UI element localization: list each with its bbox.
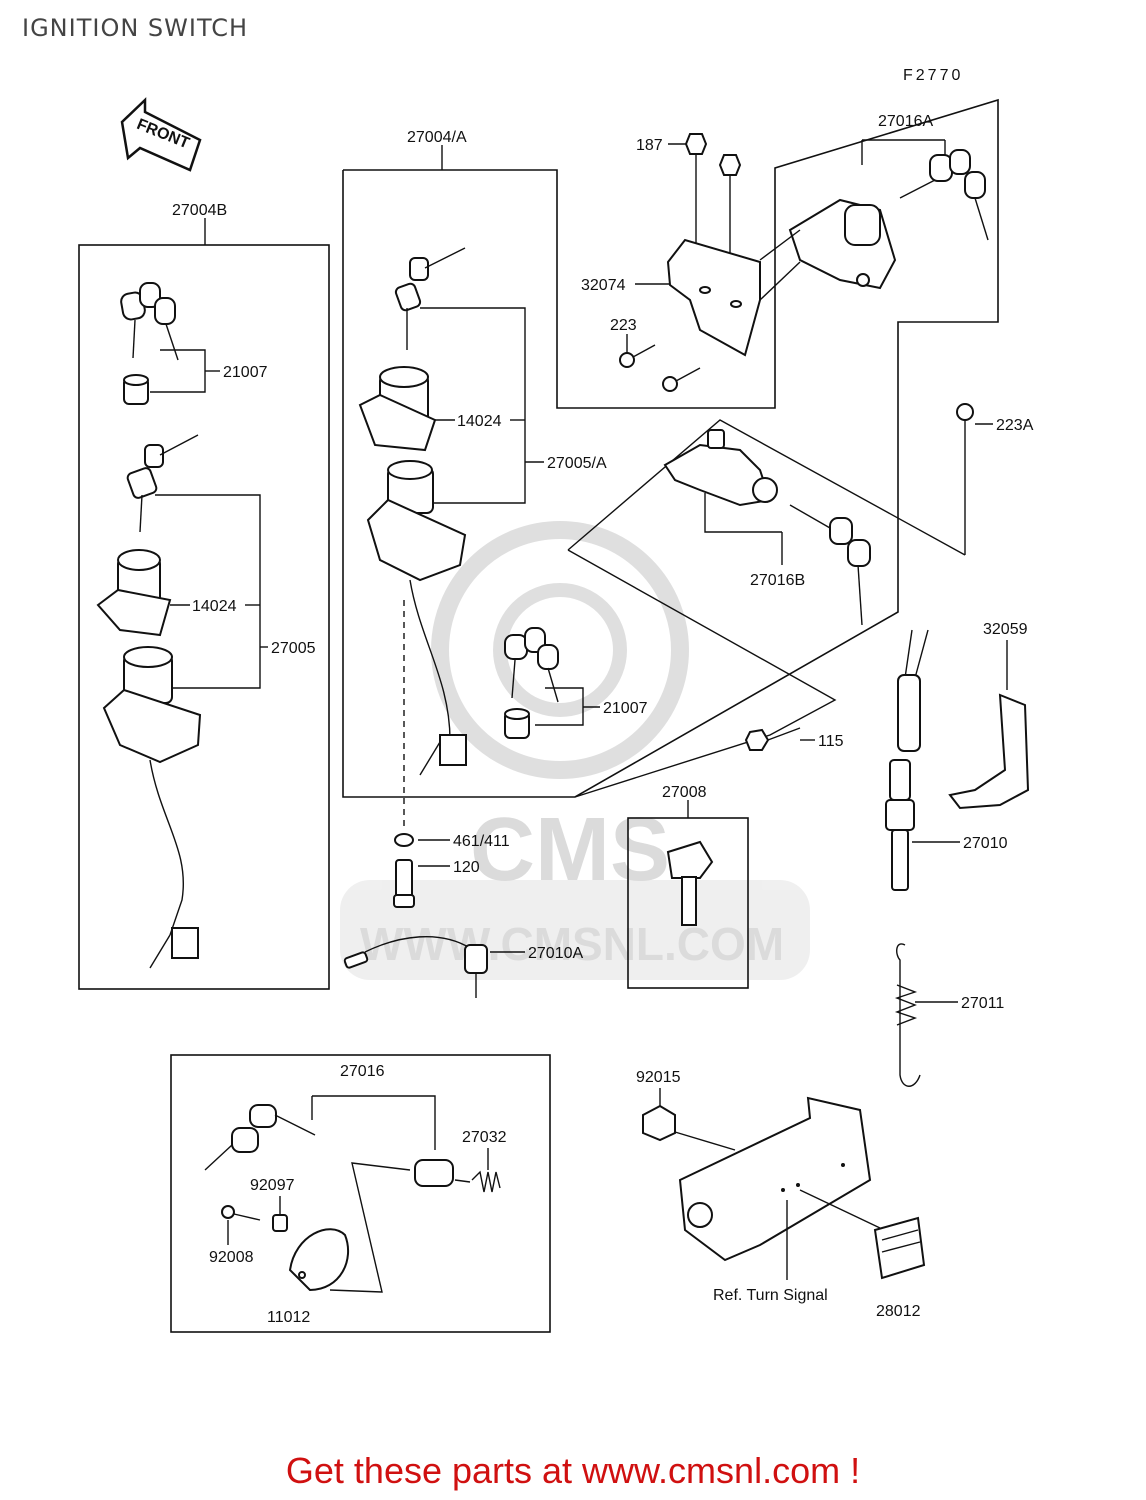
label-11012: 11012 bbox=[267, 1309, 310, 1326]
helmet-lock-icon bbox=[663, 429, 778, 507]
reflector-icon bbox=[873, 1216, 926, 1280]
label-92008: 92008 bbox=[209, 1249, 254, 1266]
watermark-url: WWW.CMSNL.COM bbox=[360, 918, 784, 970]
label-27004b: 27004B bbox=[172, 202, 227, 219]
label-27005: 27005 bbox=[271, 640, 316, 657]
nut-icon bbox=[642, 1104, 676, 1142]
label-14024-mid: 14024 bbox=[457, 413, 502, 430]
front-arrow-icon: FRONT bbox=[120, 97, 202, 172]
label-27010: 27010 bbox=[963, 835, 1008, 852]
ignition-switch-icon bbox=[102, 646, 202, 969]
lock-cylinder-icon bbox=[358, 366, 437, 452]
label-187: 187 bbox=[636, 137, 663, 154]
ignition-switch-icon bbox=[366, 460, 467, 776]
figure-code: F2770 bbox=[903, 67, 963, 84]
spring-icon bbox=[894, 943, 921, 1087]
label-21007-left: 21007 bbox=[223, 364, 268, 381]
label-32074: 32074 bbox=[581, 277, 626, 294]
key-set-icon bbox=[204, 1104, 316, 1171]
frame-27016 bbox=[170, 1054, 551, 1333]
lock-pin-icon bbox=[414, 1159, 454, 1187]
watermark-logo: CMS bbox=[470, 800, 670, 900]
seat-lock-icon bbox=[788, 198, 897, 290]
spring-icon bbox=[471, 1170, 501, 1193]
screw-icon bbox=[956, 403, 974, 440]
label-27032: 27032 bbox=[462, 1129, 507, 1146]
label-461-411: 461/411 bbox=[453, 833, 510, 850]
frame-27004b bbox=[78, 244, 330, 990]
label-115: 115 bbox=[818, 733, 844, 750]
label-223a: 223A bbox=[996, 417, 1034, 434]
label-32059: 32059 bbox=[983, 621, 1028, 638]
screw-icon bbox=[221, 1205, 261, 1221]
frame-27004a bbox=[342, 98, 999, 798]
footer-cta[interactable]: Get these parts at www.cmsnl.com ! bbox=[285, 1450, 861, 1491]
label-120: 120 bbox=[453, 859, 480, 876]
label-27016: 27016 bbox=[340, 1063, 385, 1080]
key-cap-icon bbox=[123, 374, 149, 405]
bracket-icon bbox=[948, 693, 1030, 810]
bolt-icon bbox=[684, 133, 742, 210]
cmsnl-watermark: CMS WWW.CMSNL.COM bbox=[340, 521, 810, 980]
key-icon bbox=[126, 434, 199, 533]
label-223: 223 bbox=[610, 317, 637, 334]
key-set-icon bbox=[899, 149, 989, 241]
label-27005a: 27005/A bbox=[547, 455, 607, 472]
label-28012: 28012 bbox=[876, 1303, 921, 1320]
label-27016b: 27016B bbox=[750, 572, 805, 589]
key-blank-icon bbox=[666, 840, 714, 926]
washer-icon bbox=[394, 833, 414, 847]
label-21007-mid: 21007 bbox=[603, 700, 648, 717]
switch-cable-icon bbox=[343, 935, 488, 998]
label-27008: 27008 bbox=[662, 784, 707, 801]
bolt-icon bbox=[744, 727, 801, 751]
ref-turn-signal-note: Ref. Turn Signal bbox=[713, 1287, 828, 1304]
key-set-icon bbox=[504, 627, 559, 703]
key-set-icon bbox=[120, 282, 179, 361]
page-title: IGNITION SWITCH bbox=[22, 14, 249, 42]
bolt-icon bbox=[393, 859, 415, 908]
turn-signal-bracket-icon bbox=[678, 1096, 872, 1262]
switch-sensor-icon bbox=[885, 629, 929, 891]
label-27016a: 27016A bbox=[878, 113, 933, 130]
label-27010a: 27010A bbox=[528, 945, 583, 962]
bracket-icon bbox=[666, 238, 761, 357]
key-icon bbox=[394, 247, 466, 350]
label-92015: 92015 bbox=[636, 1069, 681, 1086]
nut-icon bbox=[272, 1214, 288, 1232]
label-27011: 27011 bbox=[961, 995, 1004, 1012]
cover-plate-icon bbox=[288, 1228, 350, 1292]
key-set-icon bbox=[789, 504, 871, 626]
label-92097: 92097 bbox=[250, 1177, 295, 1194]
screw-icon bbox=[619, 344, 701, 392]
lock-cylinder-icon bbox=[96, 549, 172, 637]
label-27004a: 27004/A bbox=[407, 129, 467, 146]
key-cap-icon bbox=[504, 708, 530, 739]
label-14024-left: 14024 bbox=[192, 598, 237, 615]
